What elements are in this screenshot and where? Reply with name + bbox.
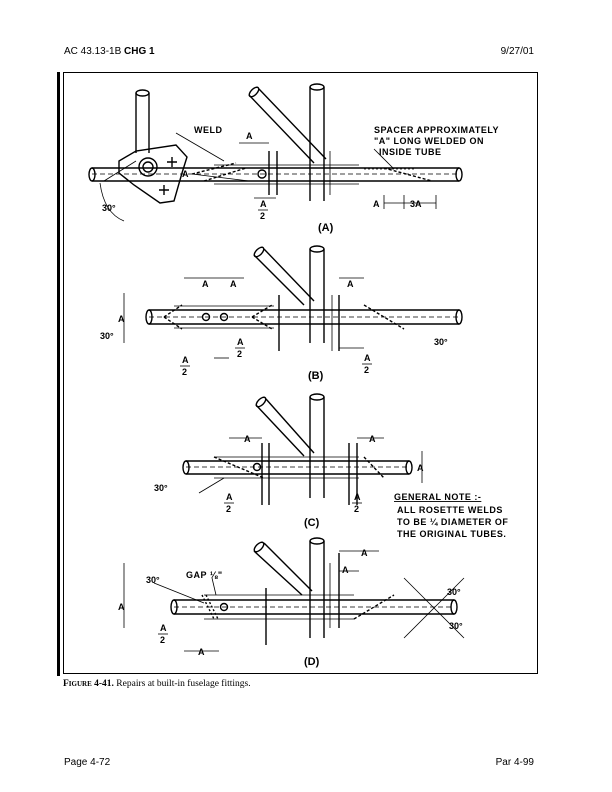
dim-3a: 3A [410,199,422,209]
dim-a-d3: A [118,602,125,612]
dim-half-den-b2: 2 [182,367,187,377]
label-general-note: GENERAL NOTE :- [394,492,481,502]
dim-a-b3: A [347,279,354,289]
dim-half-num-d: A [160,623,167,633]
subfigure-c: (C) [304,517,320,529]
footer-par: Par 4-99 [495,757,534,768]
label-spacer-2: "A" LONG WELDED ON [374,136,484,146]
label-spacer-1: SPACER APPROXIMATELY [374,125,499,135]
caption-text: Repairs at built-in fuselage fittings. [116,679,251,689]
angle-30-c: 30° [154,483,168,493]
dim-a-d1: A [361,548,368,558]
dim-half-den-c2: 2 [354,504,359,514]
angle-30-b-left: 30° [100,331,114,341]
angle-30-a: 30° [102,203,116,213]
dim-half-num-b1: A [237,337,244,347]
header-doc-id: AC 43.13-1B CHG 1 [64,46,155,57]
subfigure-a: (A) [318,222,334,234]
label-weld: WELD [194,125,223,135]
footer-page: Page 4-72 [64,757,111,768]
diagram-b [123,245,463,359]
label-note-2: TO BE ¼ DIAMETER OF [397,517,508,527]
dim-half-num-a: A [260,199,267,209]
dim-half-den-d: 2 [160,635,165,645]
dim-half-den-b1: 2 [237,349,242,359]
dim-half-den-b3: 2 [364,365,369,375]
diagram-c [182,393,423,505]
dim-a-c2: A [369,434,376,444]
dim-half-num-c2: A [354,492,361,502]
angle-30-d-right2: 30° [449,621,463,631]
dim-a-right: A [373,199,380,209]
figure-frame: WELD SPACER APPROXIMATELY "A" LONG WELDE… [63,72,538,674]
change-bar [57,72,60,676]
dim-half-num-c1: A [226,492,233,502]
dim-a-c1: A [244,434,251,444]
angle-30-b-right: 30° [434,337,448,347]
label-gap: GAP ⅛" [186,570,223,580]
dim-a-d4: A [198,647,205,657]
label-note-3: THE ORIGINAL TUBES. [397,529,506,539]
dim-a-left: A [182,169,189,179]
dim-half-den-c1: 2 [226,504,231,514]
dim-half-den-a: 2 [260,211,265,221]
caption-label: Figure 4-41. [63,679,114,689]
dim-half-num-b2: A [182,355,189,365]
diagram-d [123,537,465,652]
header-date: 9/27/01 [500,46,534,57]
subfigure-b: (B) [308,370,324,382]
figure-drawing: WELD SPACER APPROXIMATELY "A" LONG WELDE… [88,83,508,668]
label-spacer-3: INSIDE TUBE [379,147,442,157]
subfigure-d: (D) [304,656,320,668]
figure-caption: Figure 4-41. Repairs at built-in fuselag… [63,679,251,689]
dim-a-top: A [246,131,253,141]
label-note-1: ALL ROSETTE WELDS [397,505,503,515]
angle-30-d-right1: 30° [447,587,461,597]
dim-half-num-b3: A [364,353,371,363]
diagram-a [88,83,463,222]
dim-a-c3: A [417,463,424,473]
angle-30-d-left: 30° [146,575,160,585]
dim-a-d2: A [342,565,349,575]
dim-a-b2: A [230,279,237,289]
dim-a-b1: A [202,279,209,289]
dim-a-b4: A [118,314,125,324]
